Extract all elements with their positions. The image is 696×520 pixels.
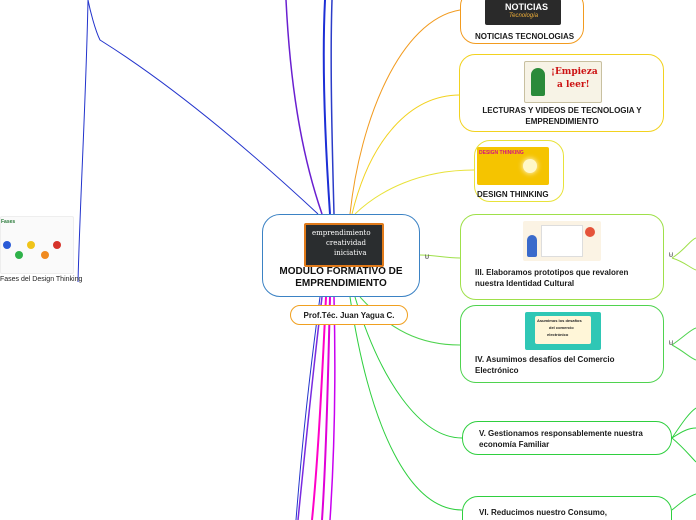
phase-dot-orange xyxy=(41,251,49,259)
connector-left-branch-2 xyxy=(77,0,89,283)
comercio-card-shape xyxy=(535,316,591,344)
topic-node-noticias[interactable]: NOTICIAS Tecnología NOTICIAS TECNOLOGIAS xyxy=(460,0,584,44)
connector-left-branch xyxy=(87,0,319,215)
reader-figure-icon xyxy=(531,68,545,96)
connector-blue-1 xyxy=(322,0,331,215)
topic-node-lecturas[interactable]: ¡Empieza a leer! LECTURAS Y VIDEOS DE TE… xyxy=(459,54,664,132)
connector-purple-1 xyxy=(285,0,323,215)
noticias-image: NOTICIAS Tecnología xyxy=(485,0,561,25)
connector-eco-sub xyxy=(671,407,696,463)
prototipos-figure-icon xyxy=(527,235,537,257)
central-image-word-2: creatividad xyxy=(326,239,366,247)
prototipos-image xyxy=(523,221,601,261)
author-label: Prof.Téc. Juan Yagua C. xyxy=(303,311,395,320)
topic-node-prototipos[interactable]: III. Elaboramos prototipos que revaloren… xyxy=(460,214,664,300)
topic-label-consumo: VI. Reducimos nuestro Consumo, xyxy=(479,508,608,517)
noticias-image-word-2: Tecnología xyxy=(509,13,539,19)
connector-news xyxy=(349,9,461,215)
connector-blue-2 xyxy=(330,0,335,215)
central-image-word-3: iniciativa xyxy=(334,249,367,257)
author-subtopic-node[interactable]: Prof.Téc. Juan Yagua C. xyxy=(290,305,408,325)
phase-dot-red xyxy=(53,241,61,249)
connector-magenta-1 xyxy=(311,296,327,520)
connector-lecturas xyxy=(351,94,461,215)
comercio-fold-toggle[interactable]: ⊍ xyxy=(668,338,674,347)
topic-label-noticias: NOTICIAS TECNOLOGIAS xyxy=(475,32,575,41)
connector-design xyxy=(354,169,475,215)
phases-thumb-title: Fases xyxy=(1,219,16,225)
prototipos-card-shape xyxy=(541,225,583,257)
connector-vi-sub xyxy=(671,493,696,511)
connector-purple-2 xyxy=(297,296,323,520)
topic-node-consumo[interactable]: VI. Reducimos nuestro Consumo, xyxy=(462,496,672,520)
topic-label-prototipos: III. Elaboramos prototipos que revaloren… xyxy=(475,268,629,288)
topic-label-lecturas: LECTURAS Y VIDEOS DE TECNOLOGIA Y EMPREN… xyxy=(482,106,642,126)
connector-blue-3 xyxy=(295,296,321,520)
connector-vi xyxy=(349,296,463,511)
phase-dot-blue xyxy=(3,241,11,249)
design-thinking-image: DESIGN THINKING xyxy=(477,147,549,185)
connector-magenta-2 xyxy=(321,296,331,520)
prototipos-deco-icon xyxy=(585,227,595,237)
lecturas-image-word-1: ¡Empieza xyxy=(551,67,598,77)
comercio-image-word-1: Asumimos los desafíos xyxy=(537,318,582,323)
left-branch-label[interactable]: Fases del Design Thinking xyxy=(0,276,83,283)
central-image-word-1: emprendimiento xyxy=(312,229,371,237)
central-topic-image: emprendimiento creatividad iniciativa xyxy=(304,223,384,267)
phase-dot-green xyxy=(15,251,23,259)
comercio-image-word-2: del comercio xyxy=(549,325,574,330)
topic-label-design-thinking: DESIGN THINKING xyxy=(477,190,549,199)
lightbulb-icon xyxy=(523,159,537,173)
phase-dot-yellow xyxy=(27,241,35,249)
lecturas-image: ¡Empieza a leer! xyxy=(524,61,602,103)
connector-proto-sub xyxy=(671,237,696,271)
connector-eco xyxy=(354,296,463,439)
topic-node-economia[interactable]: V. Gestionamos responsablemente nuestra … xyxy=(462,421,672,455)
topic-label-economia: V. Gestionamos responsablemente nuestra … xyxy=(479,429,643,449)
topic-node-design-thinking[interactable]: DESIGN THINKING DESIGN THINKING xyxy=(474,140,564,202)
connector-proto xyxy=(419,254,461,259)
noticias-image-word-1: NOTICIAS xyxy=(505,2,549,12)
design-thinking-phases-thumbnail[interactable]: Fases xyxy=(0,216,74,274)
comercio-image-word-3: electrónico xyxy=(547,332,569,337)
topic-node-comercio[interactable]: Asumimos los desafíos del comercio elect… xyxy=(460,305,664,383)
lecturas-image-word-2: a leer! xyxy=(557,80,590,90)
central-fold-toggle[interactable]: ⊍ xyxy=(424,252,430,261)
comercio-image: Asumimos los desafíos del comercio elect… xyxy=(525,312,601,350)
connector-ecom-sub xyxy=(671,327,696,361)
design-thinking-image-word: DESIGN THINKING xyxy=(479,150,524,156)
connector-magenta-3 xyxy=(329,296,336,520)
central-topic-node[interactable]: emprendimiento creatividad iniciativa MO… xyxy=(262,214,420,297)
topic-label-comercio: IV. Asumimos desafíos del Comercio Elect… xyxy=(475,355,615,375)
central-topic-title: MODULO FORMATIVO DE EMPRENDIMIENTO xyxy=(279,266,403,289)
prototipos-fold-toggle[interactable]: ⊍ xyxy=(668,250,674,259)
